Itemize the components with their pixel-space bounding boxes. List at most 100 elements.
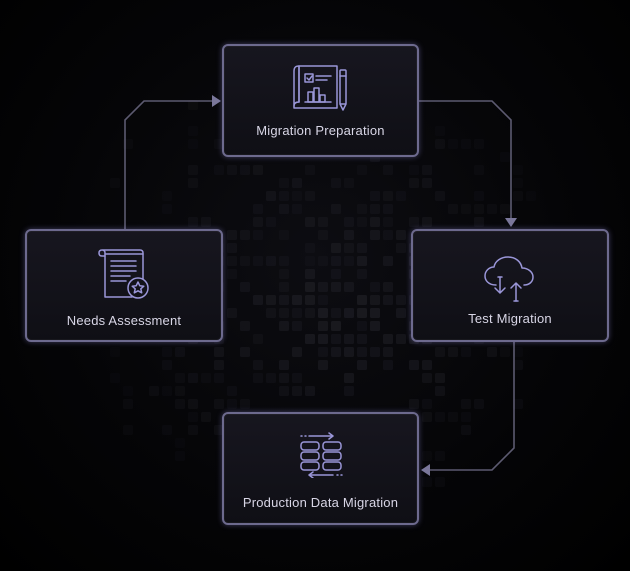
background-pixel [500,204,510,214]
background-pixel [344,386,354,396]
background-pixel [383,334,393,344]
connector-test-to-prod [421,342,515,476]
background-pixel [409,360,419,370]
background-pixel [344,230,354,240]
background-pixel [331,256,341,266]
step-card-test-migration[interactable]: Test Migration [411,229,609,342]
background-pixel [305,191,315,201]
background-pixel [110,373,120,383]
background-pixel [513,165,523,175]
background-pixel [240,321,250,331]
step-card-needs-assessment[interactable]: Needs Assessment [25,229,223,342]
background-pixel [162,360,172,370]
background-pixel [175,399,185,409]
background-pixel [448,412,458,422]
background-pixel [305,282,315,292]
background-pixel [253,360,263,370]
background-pixel [370,321,380,331]
background-pixel [162,204,172,214]
background-pixel [214,347,224,357]
background-pixel [253,204,263,214]
background-pixel [279,373,289,383]
background-pixel [344,282,354,292]
background-pixel [370,217,380,227]
step-label: Test Migration [468,311,552,326]
background-pixel [253,334,263,344]
background-pixel [266,191,276,201]
background-pixel [266,295,276,305]
background-pixel [201,217,211,227]
background-pixel [474,165,484,175]
background-pixel [175,347,185,357]
background-pixel [331,321,341,331]
arrowhead-down [505,218,517,227]
background-pixel [435,412,445,422]
background-pixel [422,477,432,487]
background-pixel [318,347,328,357]
background-pixel [292,204,302,214]
background-pixel [474,139,484,149]
background-pixel [383,191,393,201]
background-pixel [474,204,484,214]
background-pixel [344,243,354,253]
background-pixel [123,399,133,409]
background-pixel [188,399,198,409]
background-pixel [344,178,354,188]
background-pixel [292,321,302,331]
background-pixel [474,217,484,227]
background-pixel [357,256,367,266]
step-label: Migration Preparation [256,123,385,138]
background-pixel [357,243,367,253]
background-pixel [318,321,328,331]
background-pixel [318,295,328,305]
background-pixel [409,165,419,175]
background-pixel [383,295,393,305]
background-pixel [344,334,354,344]
background-pixel [110,178,120,188]
connector-prep-to-test [419,100,517,227]
background-pixel [279,308,289,318]
background-pixel [188,217,198,227]
background-pixel [305,256,315,266]
background-pixel [292,373,302,383]
step-card-migration-preparation[interactable]: Migration Preparation [222,44,419,157]
connector-needs-to-prep [124,95,221,229]
cloud-upload-download-icon [480,255,540,308]
background-pixel [292,295,302,305]
background-pixel [123,425,133,435]
background-pixel [266,217,276,227]
background-pixel [279,386,289,396]
background-pixel [279,230,289,240]
background-pixel [344,217,354,227]
background-pixel [396,243,406,253]
background-pixel [253,373,263,383]
background-pixel [318,360,328,370]
background-pixel [279,295,289,305]
background-pixel [227,165,237,175]
background-pixel [162,425,172,435]
background-pixel [240,230,250,240]
background-pixel [175,373,185,383]
background-pixel [370,308,380,318]
background-pixel [396,230,406,240]
background-pixel [513,360,523,370]
background-pixel [344,373,354,383]
background-pixel [240,165,250,175]
step-card-production-data-migration[interactable]: Production Data Migration [222,412,419,525]
background-pixel [318,334,328,344]
database-transfer-icon [291,432,351,483]
background-pixel [448,139,458,149]
background-pixel [279,191,289,201]
background-pixel [214,360,224,370]
certificate-document-icon [96,247,152,306]
background-pixel [474,399,484,409]
background-pixel [266,256,276,266]
background-pixel [513,191,523,201]
background-pixel [513,347,523,357]
background-pixel [175,451,185,461]
background-pixel [110,347,120,357]
background-pixel [370,295,380,305]
background-pixel [162,191,172,201]
background-pixel [227,386,237,396]
background-pixel [279,269,289,279]
